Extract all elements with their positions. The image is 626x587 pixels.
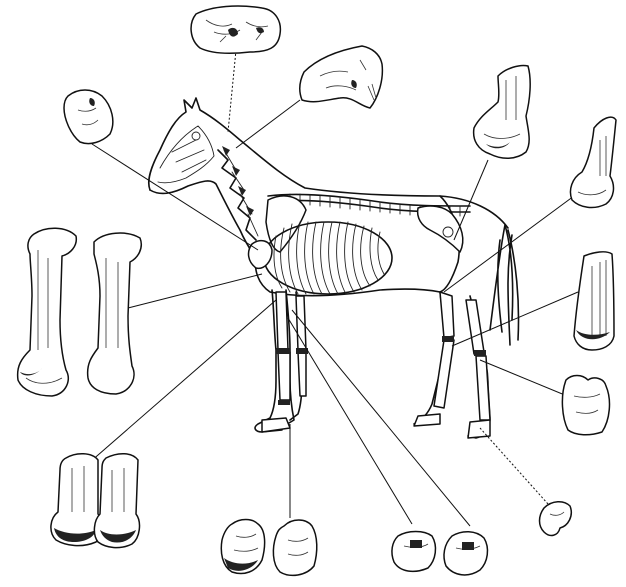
fragment-pastern-pair	[221, 520, 316, 576]
fragment-phalanx-right	[540, 502, 572, 536]
fragment-tibia	[570, 117, 616, 207]
fragment-hoof-pair	[392, 532, 488, 575]
fragment-skull-top	[191, 6, 280, 53]
fragment-tarsal	[562, 376, 609, 435]
fragment-humerus-right	[88, 233, 142, 394]
fragment-atlas	[64, 90, 113, 144]
pelvis	[418, 206, 463, 252]
hindleg-near	[414, 292, 454, 426]
fragment-femur-top	[474, 65, 531, 158]
fragment-jaw	[300, 46, 383, 108]
foreleg-near	[255, 290, 294, 432]
hindleg-far	[466, 296, 490, 438]
shoulder-joint	[249, 241, 272, 269]
rib-cage	[264, 222, 392, 294]
fragment-cannon-right	[94, 454, 139, 548]
skull	[158, 126, 214, 183]
fragment-humerus-left	[18, 228, 77, 396]
fragment-metatarsal	[574, 252, 614, 350]
